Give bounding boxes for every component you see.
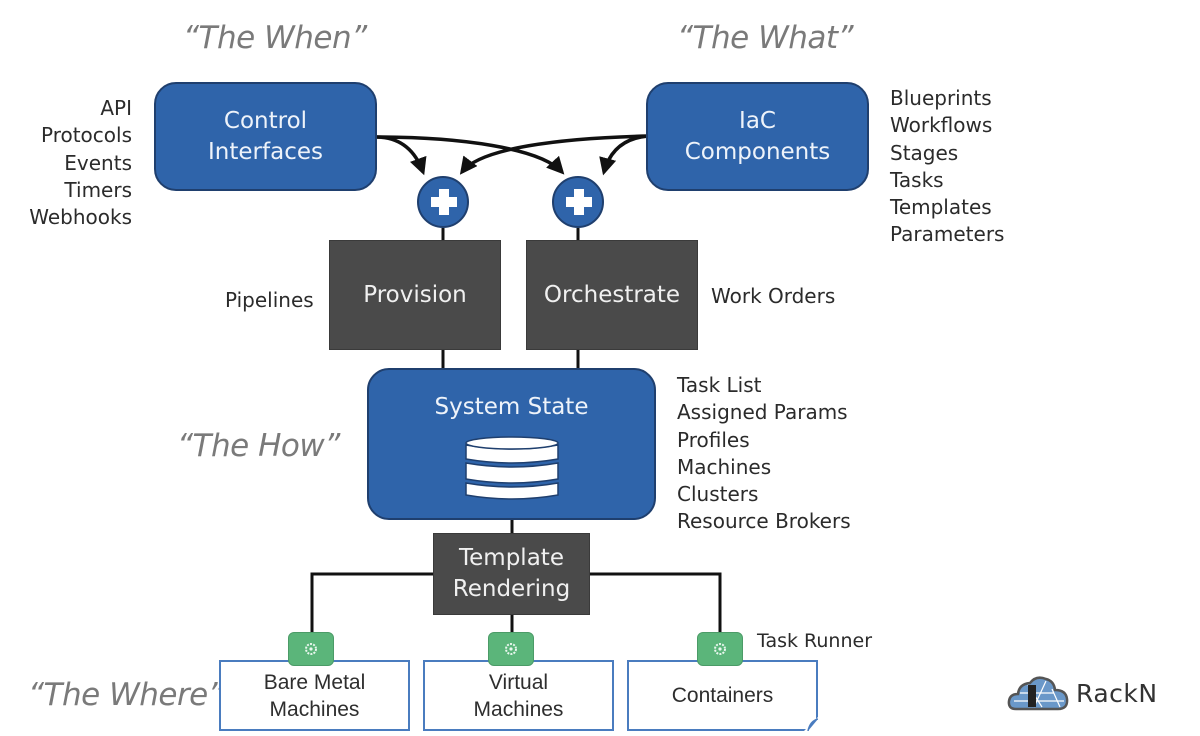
arrow-iac-to-plus1 [459, 134, 649, 175]
arrow-ci-to-plus1 [375, 135, 427, 176]
target-containers[interactable]: Containers [627, 660, 818, 731]
list-item: Templates [890, 195, 992, 220]
plus-icon [417, 176, 469, 228]
control-interfaces-box[interactable]: Control Interfaces [154, 82, 377, 191]
target-virtual-machines[interactable]: Virtual Machines [423, 660, 614, 731]
iac-components-line2: Components [684, 138, 831, 165]
gear-icon [714, 643, 726, 655]
pipelines-label: Pipelines [225, 288, 314, 312]
list-item: Resource Brokers [677, 509, 851, 534]
system-state-label: System State [434, 394, 589, 420]
iac-components-list: Blueprints Workflows Stages Tasks Templa… [890, 85, 1004, 249]
line-template-baremetal [310, 572, 433, 633]
cloud-logo-icon [1007, 676, 1069, 711]
template-rendering-box[interactable]: Template Rendering [433, 533, 590, 615]
list-item: Tasks [890, 167, 944, 192]
target-label-line2: Machines [269, 697, 360, 721]
heading-the-when: “The When” [183, 20, 367, 56]
list-item: Events [64, 150, 132, 175]
rackn-logo: RackN [1006, 673, 1158, 713]
iac-components-box[interactable]: IaC Components [646, 82, 869, 191]
task-runner-badge [697, 632, 743, 666]
control-interfaces-list: API Protocols Events Timers Webhooks [29, 95, 132, 231]
list-item: API [100, 96, 132, 120]
list-item: Parameters [890, 222, 1005, 247]
gear-icon [505, 643, 517, 655]
system-state-box[interactable]: System State [367, 368, 656, 520]
iac-components-line1: IaC [739, 107, 776, 134]
list-item: Blueprints [890, 86, 992, 110]
target-label-line1: Bare Metal [263, 670, 366, 694]
list-item: Task List [677, 373, 762, 397]
list-item: Clusters [677, 482, 759, 507]
provision-box[interactable]: Provision [329, 240, 501, 350]
provision-label: Provision [363, 281, 467, 308]
task-runner-label: Task Runner [757, 630, 873, 652]
control-interfaces-line1: Control [223, 107, 308, 134]
page-fold-icon [804, 717, 818, 731]
work-orders-label: Work Orders [711, 284, 836, 308]
list-item: Stages [890, 140, 959, 165]
database-icon [464, 436, 559, 500]
list-item: Webhooks [29, 205, 132, 230]
rackn-logo-text: RackN [1076, 678, 1158, 708]
heading-the-how: “The How” [177, 428, 340, 464]
heading-the-where: “The Where” [28, 677, 224, 713]
list-item: Workflows [890, 113, 993, 138]
task-runner-badge [488, 632, 534, 666]
line-template-containers [590, 572, 722, 633]
target-label-line2: Machines [473, 697, 564, 721]
target-label-line1: Containers [671, 684, 774, 707]
list-item: Machines [677, 454, 772, 479]
control-interfaces-line2: Interfaces [208, 138, 323, 165]
list-item: Protocols [40, 123, 132, 148]
list-item: Profiles [677, 427, 750, 452]
target-label-line1: Virtual [488, 670, 549, 694]
template-rendering-line1: Template [459, 545, 564, 571]
list-item: Assigned Params [677, 400, 848, 425]
heading-the-what: “The What” [677, 20, 854, 56]
system-state-list: Task List Assigned Params Profiles Machi… [677, 372, 851, 536]
task-runner-badge [288, 632, 334, 666]
list-item: Timers [64, 177, 132, 202]
template-rendering-line2: Rendering [452, 576, 571, 602]
arrow-ci-to-plus2 [375, 135, 565, 175]
gear-icon [305, 643, 317, 655]
plus-icon [552, 176, 604, 228]
orchestrate-label: Orchestrate [543, 281, 681, 308]
orchestrate-box[interactable]: Orchestrate [526, 240, 698, 350]
arrow-iac-to-plus2 [599, 134, 649, 176]
target-bare-metal[interactable]: Bare Metal Machines [219, 660, 410, 731]
